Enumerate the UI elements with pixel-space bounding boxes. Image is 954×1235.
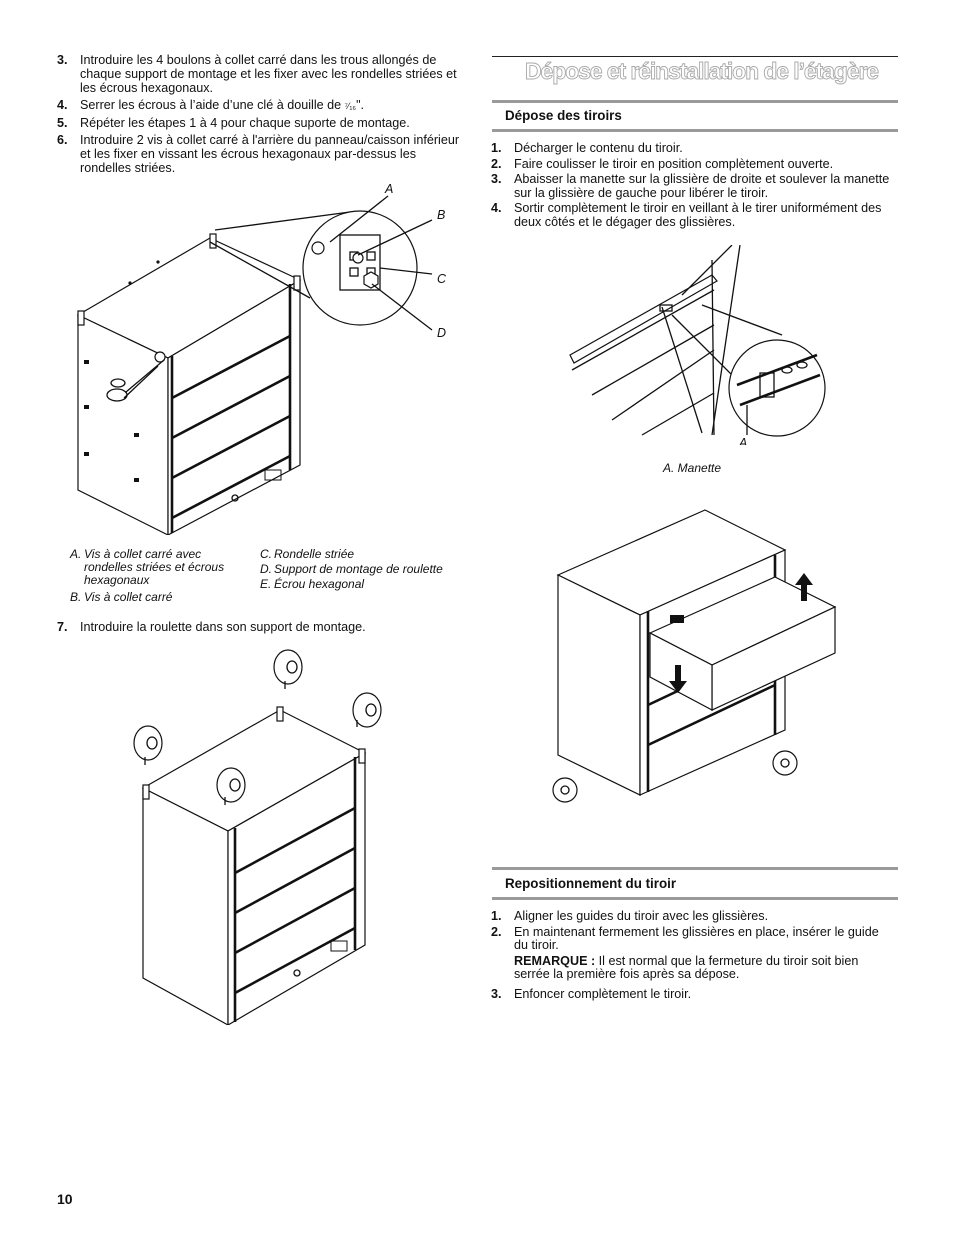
step-text: Introduire les 4 boulons à collet carré … — [80, 53, 457, 95]
step-5: 5. Répéter les étapes 1 à 4 pour chaque … — [57, 116, 467, 130]
caster-icon — [352, 692, 382, 728]
title-rule — [492, 56, 898, 57]
step-text: Répéter les étapes 1 à 4 pour chaque sup… — [80, 116, 410, 130]
section-rule — [492, 897, 898, 900]
cart-open-drawer-figure — [552, 509, 837, 803]
removal-step-3: 3. Abaisser la manette sur la glissière … — [491, 172, 890, 200]
figure-caption-left: A. Vis à collet carré avec rondelles str… — [70, 548, 250, 604]
section-rule — [492, 867, 898, 870]
left-steps-list-2: 7. Introduire la roulette dans son suppo… — [57, 620, 467, 637]
figure-label-d: D — [437, 326, 446, 340]
figure-label-a: A — [384, 182, 393, 196]
caster-icon — [216, 767, 246, 805]
step-number: 3. — [57, 53, 68, 67]
page-title: Dépose et réinstallation de l’étagère — [525, 58, 880, 84]
note-label: REMARQUE : — [514, 953, 596, 968]
caption-item: E. Écrou hexagonal — [260, 577, 365, 591]
page-number: 10 — [57, 1191, 73, 1207]
caster-icon — [133, 725, 163, 765]
note-text: Il est normal que la fermeture du tiroir… — [514, 953, 859, 981]
figure-label-c: C — [437, 272, 447, 286]
caster-icon — [273, 649, 303, 689]
removal-step-1: 1. Décharger le contenu du tiroir. — [491, 141, 683, 155]
reposition-step-1: 1. Aligner les guides du tiroir avec les… — [491, 909, 769, 923]
step-number: 4. — [57, 98, 68, 112]
cabinet-mounting-figure: A B C D — [76, 182, 447, 535]
figure-label-a-right: A — [738, 436, 747, 445]
caption-item: B. Vis à collet carré — [70, 590, 173, 604]
step-text: Introduire la roulette dans son support … — [80, 620, 366, 634]
cabinet-casters-figure — [133, 649, 382, 1025]
section-rule — [492, 100, 898, 103]
caption-item: D. Support de montage de roulette — [260, 562, 443, 576]
drawer-slide-figure: A — [569, 245, 826, 445]
step-text: Serrer les écrous à l’aide d’une clé à d… — [80, 98, 345, 112]
step-3: 3. Introduire les 4 boulons à collet car… — [57, 53, 467, 95]
caption-item: A. Vis à collet carré avec rondelles str… — [70, 547, 225, 587]
removal-step-2: 2. Faire coulisser le tiroir en position… — [491, 156, 834, 171]
left-steps-list: 3. Introduire les 4 boulons à collet car… — [57, 53, 467, 178]
section-heading-removal: Dépose des tiroirs — [505, 108, 622, 123]
caption-item: C. Rondelle striée — [260, 547, 355, 561]
fraction: ⁷⁄₁₆ — [344, 101, 357, 111]
step-6: 6. Introduire 2 vis à collet carré à l'a… — [57, 133, 467, 175]
section-heading-repositioning: Repositionnement du tiroir — [505, 876, 677, 891]
removal-steps-list: 1. Décharger le contenu du tiroir. 2. Fa… — [491, 141, 891, 232]
step-number: 7. — [57, 620, 68, 634]
wrench-icon — [106, 359, 165, 402]
step-text: Introduire 2 vis à collet carré à l'arri… — [80, 133, 460, 175]
reposition-step-2: 2. En maintenant fermement les glissière… — [491, 925, 896, 982]
repositioning-steps-list: 1. Aligner les guides du tiroir avec les… — [491, 909, 896, 1004]
note: REMARQUE : Il est normal que la fermetur… — [514, 953, 896, 982]
reposition-step-3: 3. Enfoncer complètement le tiroir. — [491, 986, 692, 1001]
section-rule — [492, 129, 898, 132]
figure-label-b: B — [437, 208, 445, 222]
step-number: 6. — [57, 133, 68, 147]
figure-caption-right: C. Rondelle striée D. Support de montage… — [260, 548, 470, 591]
removal-step-4: 4. Sortir complètement le tiroir en veil… — [491, 201, 882, 229]
step-4: 4. Serrer les écrous à l’aide d’une clé … — [57, 98, 467, 113]
step-7: 7. Introduire la roulette dans son suppo… — [57, 620, 467, 634]
step-number: 5. — [57, 116, 68, 130]
figure-caption-manette: A. Manette — [663, 461, 722, 475]
step-text-end: ". — [356, 98, 365, 112]
